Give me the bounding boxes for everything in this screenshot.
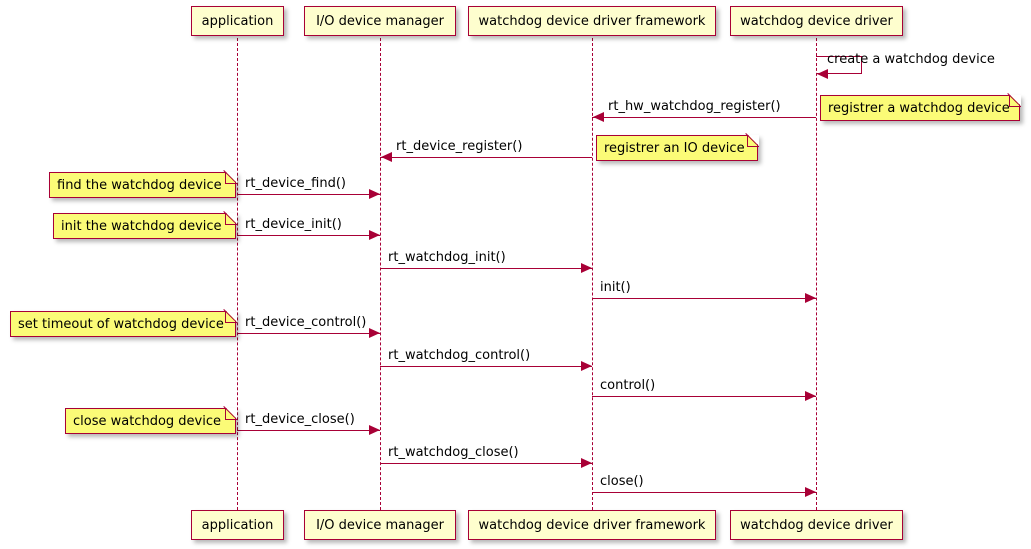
- note-fold-icon: [224, 310, 237, 323]
- participant-io-device-manager-top[interactable]: I/O device manager: [304, 6, 456, 36]
- message-line-rt-device-init: [237, 235, 380, 236]
- arrowhead-init: [805, 293, 816, 303]
- message-label-rt-device-register: rt_device_register(): [396, 139, 523, 154]
- message-line-rt-watchdog-close: [380, 463, 592, 464]
- message-label-rt-device-init: rt_device_init(): [245, 217, 342, 232]
- arrowhead-rt-device-register: [381, 152, 392, 162]
- note-fold-icon: [746, 134, 759, 147]
- participant-application-top[interactable]: application: [191, 6, 284, 36]
- arrowhead-rt-watchdog-init: [581, 263, 592, 273]
- arrowhead-rt-watchdog-control: [581, 361, 592, 371]
- message-line-rt-hw-watchdog-register: [592, 117, 816, 118]
- note-text: find the watchdog device: [57, 177, 222, 193]
- message-label-rt-watchdog-init: rt_watchdog_init(): [388, 250, 506, 265]
- note-registrer-a-watchdog-device: registrer a watchdog device: [820, 94, 1021, 121]
- note-find-the-watchdog-device: find the watchdog device: [49, 171, 237, 198]
- arrowhead-rt-watchdog-close: [581, 458, 592, 468]
- message-line-close: [592, 492, 816, 493]
- note-registrer-an-io-device: registrer an IO device: [596, 134, 759, 161]
- note-fold-icon: [224, 407, 237, 420]
- message-line-rt-watchdog-control: [380, 366, 592, 367]
- arrowhead-close: [805, 487, 816, 497]
- message-line-rt-device-close: [237, 430, 380, 431]
- participant-watchdog-device-driver-bottom[interactable]: watchdog device driver: [730, 510, 903, 540]
- arrowhead-rt-device-close: [369, 425, 380, 435]
- arrowhead-rt-device-init: [369, 230, 380, 240]
- note-text: init the watchdog device: [61, 218, 222, 234]
- message-label-init: init(): [600, 280, 631, 295]
- message-line-rt-device-register: [380, 157, 592, 158]
- note-text: registrer an IO device: [604, 140, 745, 156]
- lifeline-application: [237, 38, 238, 510]
- note-init-the-watchdog-device: init the watchdog device: [53, 212, 237, 239]
- message-label-rt-watchdog-close: rt_watchdog_close(): [388, 445, 519, 460]
- lifeline-watchdog-device-driver: [816, 38, 817, 510]
- arrowhead-create-watchdog-device: [817, 69, 828, 79]
- message-line-init: [592, 298, 816, 299]
- message-line-rt-watchdog-init: [380, 268, 592, 269]
- message-line-rt-device-control: [237, 333, 380, 334]
- arrowhead-rt-device-find: [369, 189, 380, 199]
- message-label-close: close(): [600, 474, 644, 489]
- message-line-control: [592, 396, 816, 397]
- participant-io-device-manager-bottom[interactable]: I/O device manager: [304, 510, 456, 540]
- message-label-rt-device-control: rt_device_control(): [245, 315, 367, 330]
- message-label-create-watchdog-device: create a watchdog device: [827, 52, 995, 67]
- note-close-watchdog-device: close watchdog device: [65, 407, 237, 434]
- participant-watchdog-device-driver-top[interactable]: watchdog device driver: [730, 6, 903, 36]
- note-text: registrer a watchdog device: [828, 100, 1010, 116]
- arrowhead-control: [805, 391, 816, 401]
- arrowhead-rt-device-control: [369, 328, 380, 338]
- note-text: close watchdog device: [73, 413, 221, 429]
- lifeline-watchdog-device-driver-framework: [592, 38, 593, 510]
- message-label-rt-watchdog-control: rt_watchdog_control(): [388, 348, 531, 363]
- arrowhead-rt-hw-watchdog-register: [593, 112, 604, 122]
- message-label-rt-device-close: rt_device_close(): [245, 412, 355, 427]
- selfcall-create-watchdog-device: [816, 56, 862, 74]
- participant-framework-bottom[interactable]: watchdog device driver framework: [468, 510, 716, 540]
- note-fold-icon: [224, 212, 237, 225]
- message-label-control: control(): [600, 378, 656, 393]
- note-fold-icon: [1008, 94, 1021, 107]
- participant-application-bottom[interactable]: application: [191, 510, 284, 540]
- note-set-timeout-of-watchdog-device: set timeout of watchdog device: [10, 310, 237, 337]
- participant-framework-top[interactable]: watchdog device driver framework: [468, 6, 716, 36]
- message-label-rt-device-find: rt_device_find(): [245, 176, 346, 191]
- note-text: set timeout of watchdog device: [18, 316, 224, 332]
- message-label-rt-hw-watchdog-register: rt_hw_watchdog_register(): [608, 99, 781, 114]
- lifeline-io-device-manager: [380, 38, 381, 510]
- note-fold-icon: [224, 171, 237, 184]
- message-line-rt-device-find: [237, 194, 380, 195]
